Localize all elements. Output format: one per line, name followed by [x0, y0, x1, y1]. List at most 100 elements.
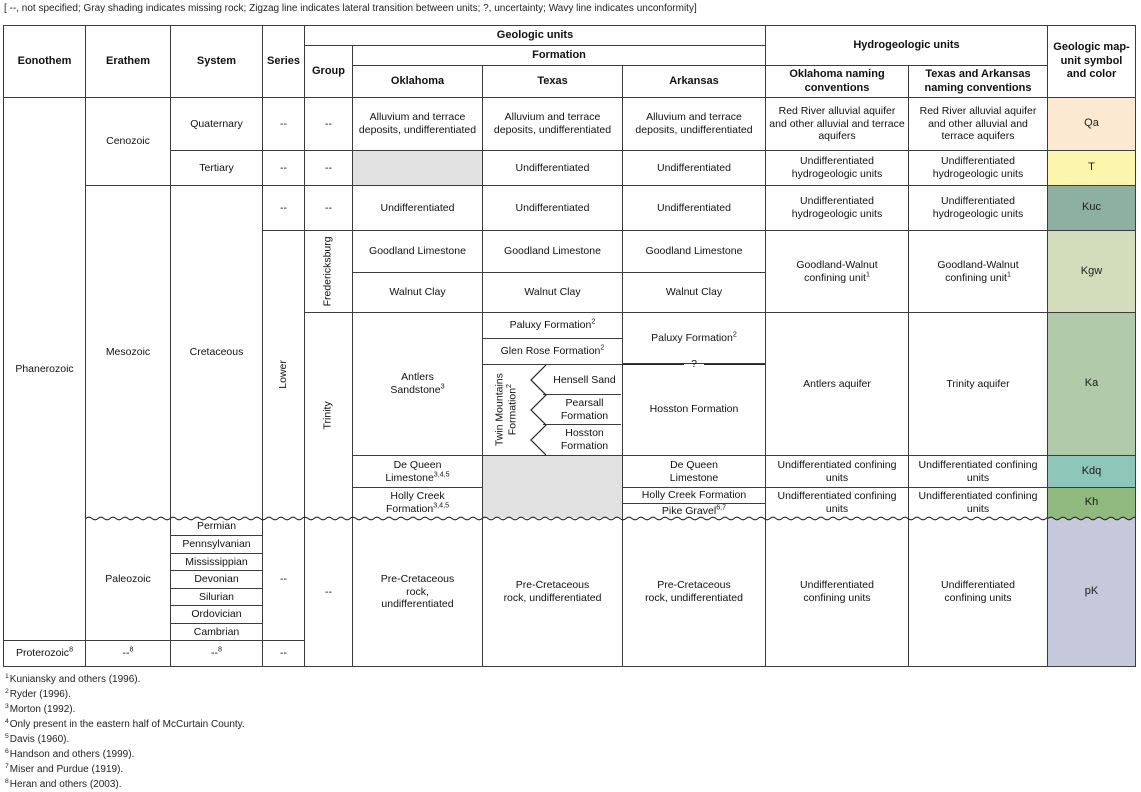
- cell-fm-tx-hosston: Hosston Formation: [560, 426, 609, 452]
- cell-hy-txar-hollycreek: Undifferentiated confining units: [909, 488, 1047, 518]
- cell-system-pennsylvanian: Pennsylvanian: [171, 536, 262, 553]
- superscript: 3: [5, 702, 9, 710]
- superscript: 8: [5, 777, 9, 785]
- cell-hy-txar-trinity-aquifer: Trinity aquifer: [909, 313, 1047, 455]
- cell-fm-ar-tertiary: Undifferentiated: [623, 151, 765, 185]
- header-series: Series: [263, 26, 304, 97]
- cell-fm-ar-dequeen: De Queen Limestone: [623, 456, 765, 487]
- header-hydrogeologic-units: Hydrogeologic units: [766, 26, 1047, 65]
- superscript: 2: [600, 343, 605, 352]
- twin-subunit-divider: [543, 394, 621, 395]
- superscript: 2: [504, 384, 513, 389]
- cell-fm-ar-cretaceous-undiff: Undifferentiated: [623, 186, 765, 230]
- superscript: 7: [5, 762, 9, 770]
- cell-fm-ok-cretaceous-undiff: Undifferentiated: [353, 186, 482, 230]
- cell-series-paleozoic: --: [263, 518, 304, 640]
- cell-erathem-mesozoic: Mesozoic: [86, 186, 170, 518]
- cell-fm-ar-paluxy: Paluxy Formation2: [623, 313, 765, 363]
- cell-group-pre-cretaceous: --: [305, 518, 352, 666]
- superscript: 8: [129, 645, 134, 654]
- cell-system-cambrian: Cambrian: [171, 624, 262, 640]
- cell-hy-ok-precretaceous: Undifferentiated confining units: [766, 518, 908, 666]
- cell-fm-ok-antlers: Antlers Sandstone3: [353, 313, 482, 455]
- cell-map-ka: Ka: [1048, 313, 1135, 455]
- cell-hy-txar-precretaceous: Undifferentiated confining units: [909, 518, 1047, 666]
- cell-group-tertiary: --: [305, 151, 352, 185]
- cell-hy-txar-tertiary: Undifferentiated hydrogeologic units: [909, 151, 1047, 185]
- cell-map-kh: Kh: [1048, 488, 1135, 518]
- cell-hy-txar-dequeen: Undifferentiated confining units: [909, 456, 1047, 487]
- cell-map-kuc: Kuc: [1048, 186, 1135, 230]
- cell-fm-ar-hollycreek: Holly Creek Formation: [623, 488, 765, 503]
- cell-map-kdq: Kdq: [1048, 456, 1135, 487]
- cell-fm-tx-cretaceous-undiff: Undifferentiated: [483, 186, 622, 230]
- cell-erathem-paleozoic: Paleozoic: [86, 518, 170, 640]
- footnote: 1Kuniansky and others (1996).: [5, 672, 141, 685]
- cell-group-trinity: Trinity: [305, 313, 352, 518]
- cell-eonothem-proterozoic: Proterozoic8: [4, 641, 85, 666]
- header-formation-arkansas: Arkansas: [623, 66, 765, 97]
- cell-fm-ok-dequeen: De Queen Limestone3,4,5: [353, 456, 482, 487]
- superscript: 3,4,5: [433, 470, 450, 478]
- header-txar-naming: Texas and Arkansas naming conventions: [909, 66, 1047, 97]
- footnote: 4Only present in the eastern half of McC…: [5, 717, 245, 730]
- twin-subunit-divider: [543, 424, 621, 425]
- cell-fm-ok-goodland: Goodland Limestone: [353, 231, 482, 272]
- cell-hy-txar-cretaceous-undiff: Undifferentiated hydrogeologic units: [909, 186, 1047, 230]
- cell-group-fredericksburg: Fredericksburg: [305, 231, 352, 312]
- cell-hy-ok-hollycreek: Undifferentiated confining units: [766, 488, 908, 518]
- cell-fm-ar-quaternary: Alluvium and terrace deposits, undiffere…: [623, 98, 765, 150]
- footnote: 5Davis (1960).: [5, 732, 70, 745]
- header-formation: Formation: [353, 46, 765, 65]
- cell-system-mississippian: Mississippian: [171, 554, 262, 570]
- cell-fm-ok-precretaceous: Pre-Cretaceous rock, undifferentiated: [353, 518, 482, 666]
- cell-system-devonian: Devonian: [171, 571, 262, 588]
- cell-system-tertiary: Tertiary: [171, 151, 262, 185]
- cell-series-quaternary: --: [263, 98, 304, 150]
- cell-fm-ar-walnut: Walnut Clay: [623, 273, 765, 312]
- footnote: 8Heran and others (2003).: [5, 777, 122, 790]
- cell-fm-ok-walnut: Walnut Clay: [353, 273, 482, 312]
- cell-map-t: T: [1048, 151, 1135, 185]
- cell-fm-ok-hollycreek: Holly Creek Formation3,4,5: [353, 488, 482, 518]
- cell-fm-tx-tertiary: Undifferentiated: [483, 151, 622, 185]
- superscript: 1: [5, 672, 9, 680]
- cell-fm-tx-walnut: Walnut Clay: [483, 273, 622, 312]
- footnote: 7Miser and Purdue (1919).: [5, 762, 124, 775]
- cell-system-proterozoic: --8: [171, 641, 262, 666]
- cell-fm-tx-quaternary: Alluvium and terrace deposits, undiffere…: [483, 98, 622, 150]
- header-formation-oklahoma: Oklahoma: [353, 66, 482, 97]
- header-geologic-units: Geologic units: [305, 26, 765, 45]
- cell-fm-tx-twin-mountains-box: [483, 365, 622, 455]
- cell-system-ordovician: Ordovician: [171, 606, 262, 623]
- cell-series-proterozoic: --: [263, 641, 304, 666]
- header-group: Group: [305, 46, 352, 97]
- correlation-table: Eonothem Erathem System Series Geologic …: [3, 25, 1136, 667]
- superscript: 2: [5, 687, 9, 695]
- cell-hy-ok-goodland-walnut: Goodland-Walnut confining unit1: [766, 231, 908, 312]
- cell-fm-ar-precretaceous: Pre-Cretaceous rock, undifferentiated: [623, 518, 765, 666]
- header-erathem: Erathem: [86, 26, 170, 97]
- cell-map-qa: Qa: [1048, 98, 1135, 150]
- superscript: 6,7: [716, 503, 727, 512]
- superscript: 5: [5, 732, 9, 740]
- cell-hy-ok-tertiary: Undifferentiated hydrogeologic units: [766, 151, 908, 185]
- cell-fm-tx-precretaceous: Pre-Cretaceous rock, undifferentiated: [483, 518, 622, 666]
- cell-fm-tx-paluxy: Paluxy Formation2: [483, 313, 622, 338]
- cell-hy-ok-cretaceous-undiff: Undifferentiated hydrogeologic units: [766, 186, 908, 230]
- cell-fm-tx-missing-rock: [483, 456, 622, 518]
- cell-hy-ok-antlers-aquifer: Antlers aquifer: [766, 313, 908, 455]
- cell-hy-ok-quaternary: Red River alluvial aquifer and other all…: [766, 98, 908, 150]
- superscript: 3: [440, 382, 445, 391]
- cell-system-silurian: Silurian: [171, 589, 262, 605]
- figure-legend-note: [ --, not specified; Gray shading indica…: [4, 3, 697, 14]
- cell-series-cretaceous-undiff: --: [263, 186, 304, 230]
- cell-hy-ok-dequeen: Undifferentiated confining units: [766, 456, 908, 487]
- cell-fm-tx-goodland: Goodland Limestone: [483, 231, 622, 272]
- cell-fm-ar-goodland: Goodland Limestone: [623, 231, 765, 272]
- cell-fm-tx-glen-rose: Glen Rose Formation2: [483, 339, 622, 364]
- cell-series-tertiary: --: [263, 151, 304, 185]
- cell-hy-txar-quaternary: Red River alluvial aquifer and other all…: [909, 98, 1047, 150]
- footnote: 6Handson and others (1999).: [5, 747, 135, 760]
